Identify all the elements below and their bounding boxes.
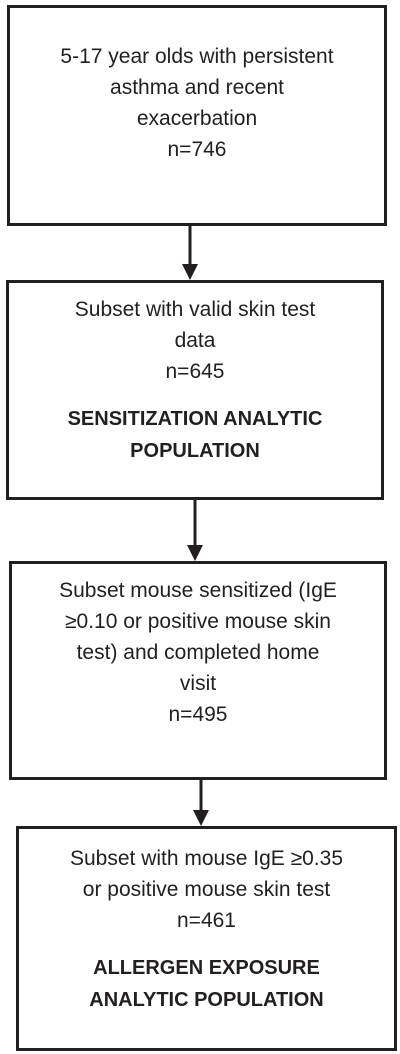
arrow-3-to-4 [193, 780, 209, 826]
box-mouse-sensitized: Subset mouse sensitized (IgE ≥0.10 or po… [9, 561, 387, 780]
box-full-cohort: 5-17 year olds with persistent asthma an… [7, 5, 387, 226]
box-4-line-1: Subset with mouse IgE ≥0.35 [69, 847, 343, 870]
box-3-line-2: ≥0.10 or positive mouse skin [65, 610, 331, 633]
box-2-line-2: data [174, 329, 216, 352]
box-4-count: n=461 [177, 909, 236, 932]
box-4-label-line-2: ANALYTIC POPULATION [89, 989, 324, 1011]
arrow-1-to-2 [182, 226, 198, 280]
box-4-line-2: or positive mouse skin test [82, 878, 331, 901]
box-2-line-1: Subset with valid skin test [74, 298, 316, 321]
box-3-line-4: visit [179, 672, 217, 695]
box-2-label-line-2: POPULATION [130, 440, 260, 462]
box-allergen-exposure-population: Subset with mouse IgE ≥0.35 or positive … [16, 826, 397, 1051]
arrow-2-to-3 [187, 500, 203, 561]
box-1-count: n=746 [167, 138, 227, 161]
box-2-label-line-1: SENSITIZATION ANALYTIC [67, 408, 323, 430]
box-1-line-3: exacerbation [136, 107, 258, 130]
box-1-line-1: 5-17 year olds with persistent [60, 45, 334, 68]
box-3-line-1: Subset mouse sensitized (IgE [59, 579, 337, 602]
box-3-line-3: test) and completed home [76, 641, 320, 664]
box-sensitization-population: Subset with valid skin test data n=645 S… [6, 280, 384, 500]
box-3-count: n=495 [168, 703, 228, 726]
box-4-label-line-1: ALLERGEN EXPOSURE [93, 957, 320, 979]
box-2-count: n=645 [165, 360, 225, 383]
box-1-line-2: asthma and recent [110, 76, 284, 99]
